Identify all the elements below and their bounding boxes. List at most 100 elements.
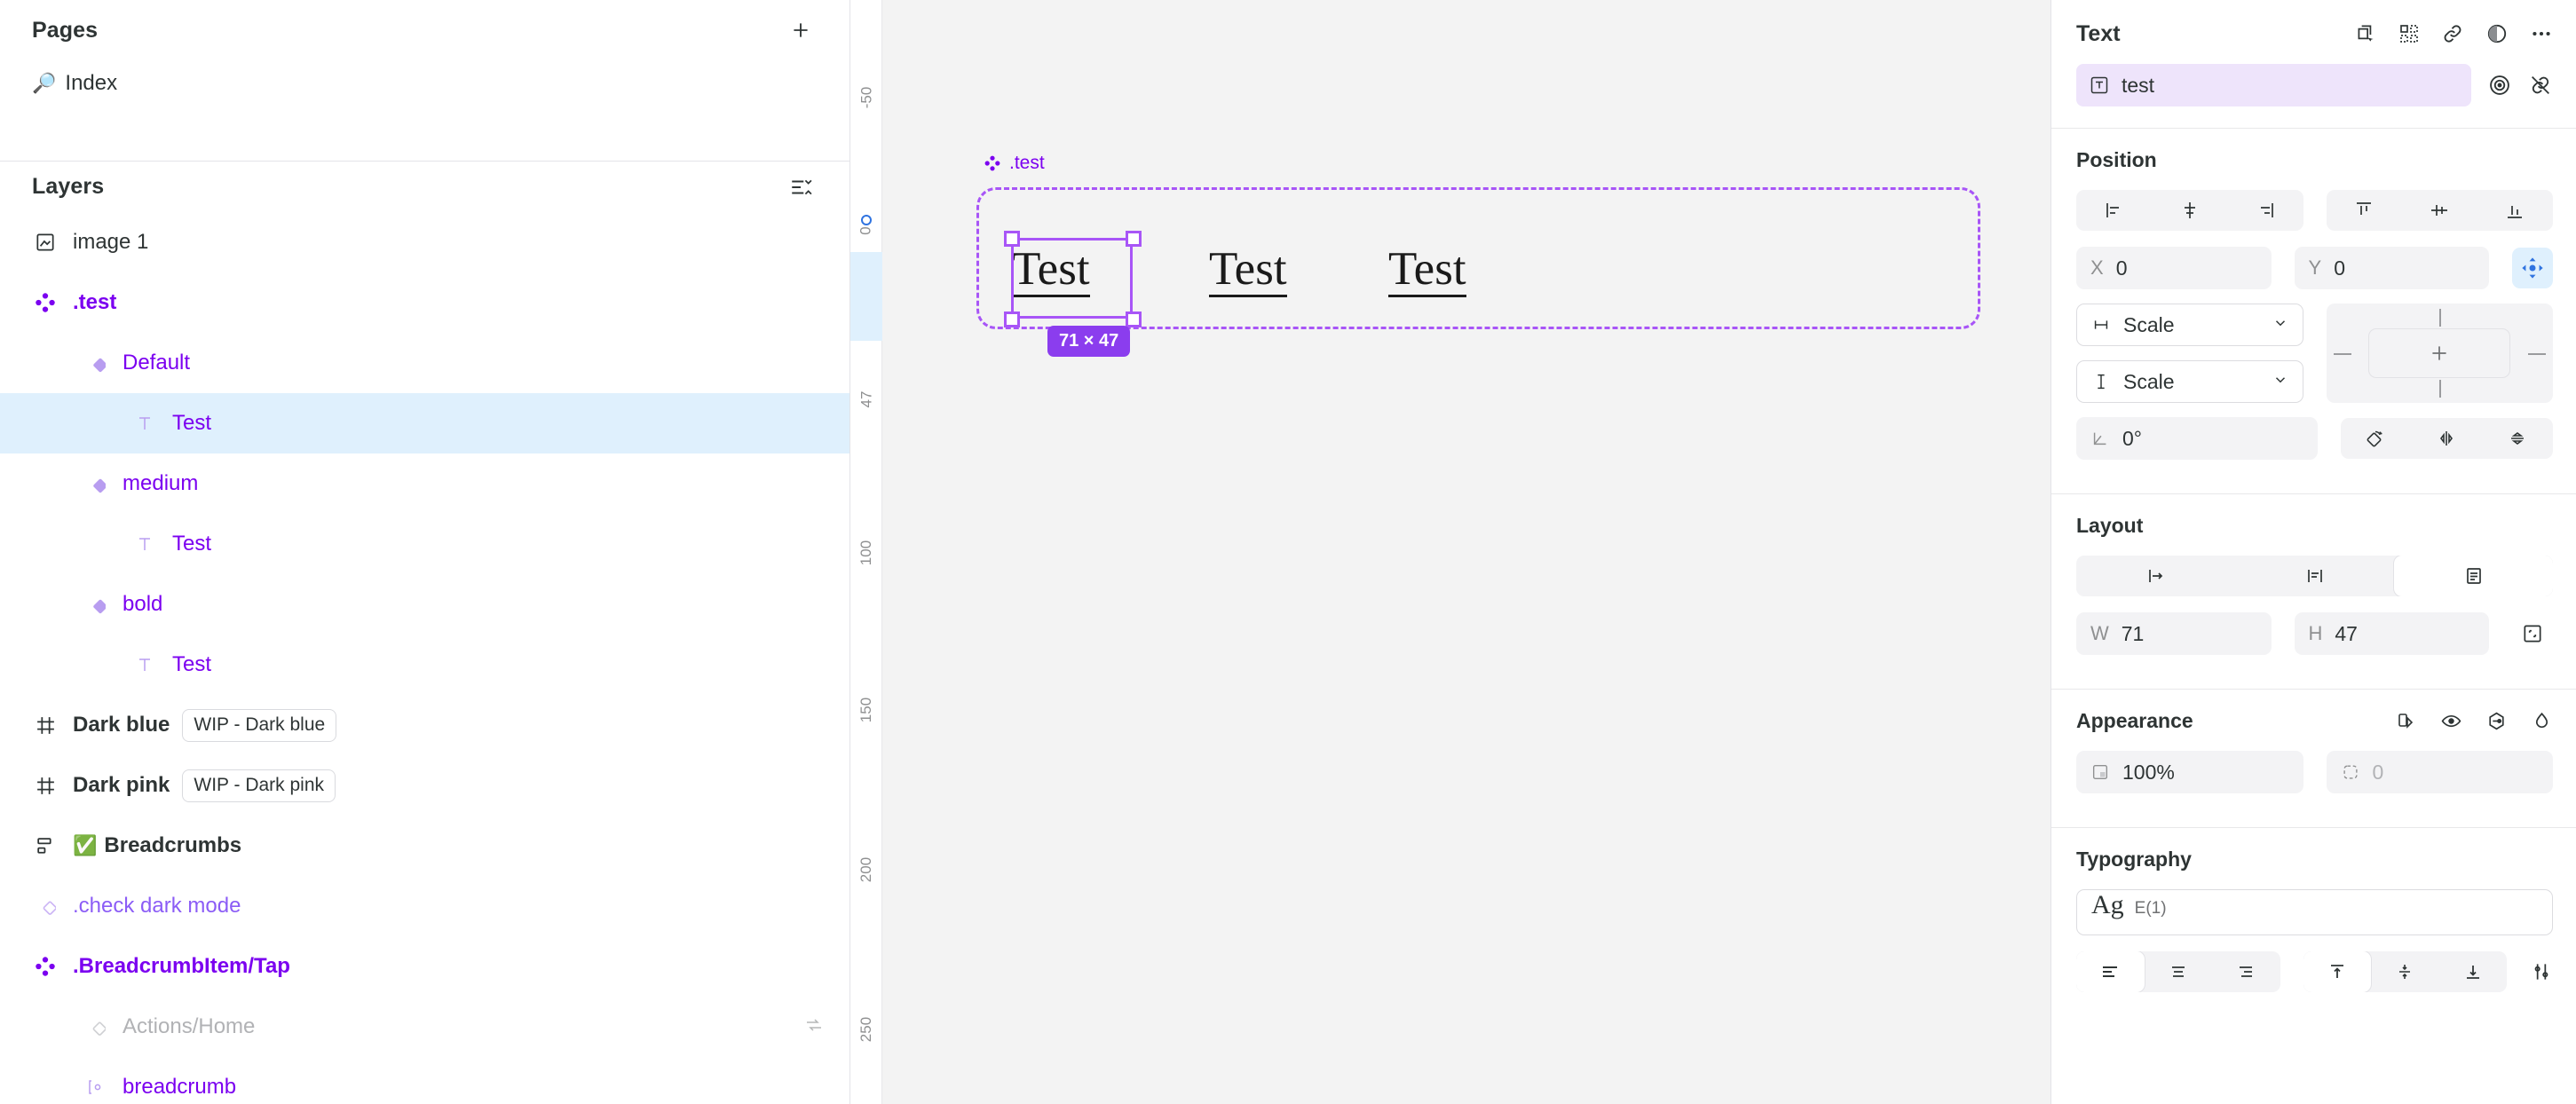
canvas-text-bold[interactable]: Test	[1388, 246, 1466, 297]
corner-radius-input[interactable]: 0	[2326, 751, 2553, 793]
width-input[interactable]: W 71	[2076, 612, 2272, 655]
component-icon	[32, 289, 59, 316]
text-align-right-icon[interactable]	[2212, 951, 2280, 992]
x-input[interactable]: X 0	[2076, 247, 2272, 289]
layer-row[interactable]: bold	[0, 574, 849, 635]
layer-row[interactable]: Default	[0, 333, 849, 393]
layer-row[interactable]: medium	[0, 453, 849, 514]
text-middle-icon[interactable]	[2371, 951, 2439, 992]
blend-icon[interactable]	[2531, 710, 2553, 732]
horizontal-constraint-icon	[2091, 315, 2111, 335]
layer-row[interactable]: Test	[0, 514, 849, 574]
text-top-icon[interactable]	[2303, 951, 2371, 992]
width-value: 71	[2121, 621, 2145, 645]
duplicate-cursor-icon[interactable]	[2354, 22, 2377, 45]
ruler-tick: 100	[857, 540, 874, 566]
text-vertical-align-group	[2303, 951, 2508, 992]
resize-handle-bottom-right[interactable]	[1126, 311, 1142, 327]
rotation-input[interactable]: 0°	[2076, 417, 2318, 460]
eye-icon[interactable]	[2440, 710, 2462, 732]
rotation-row: 0°	[2076, 417, 2553, 460]
layer-row[interactable]: breadcrumb	[0, 1057, 849, 1104]
page-item-label: Index	[65, 71, 118, 95]
canvas-surface[interactable]: .test Test Test Test 71 × 47	[882, 0, 2051, 1104]
canvas-text-default[interactable]: Test	[1012, 246, 1090, 297]
align-right-icon[interactable]	[2227, 190, 2303, 231]
move-tool-icon[interactable]	[2512, 248, 2553, 288]
align-center-h-icon[interactable]	[2152, 190, 2227, 231]
grow-type-row	[2076, 556, 2553, 596]
flip-vertical-icon[interactable]	[2482, 418, 2553, 459]
vertical-ruler[interactable]: -50 0 47 100 150 200 250	[850, 0, 882, 1104]
typography-options-icon[interactable]	[2530, 960, 2553, 983]
layers-filter-button[interactable]	[786, 172, 816, 202]
layer-name: medium	[122, 471, 199, 496]
layer-name: Test	[172, 532, 212, 556]
align-bottom-icon[interactable]	[2477, 190, 2553, 231]
vertical-constraint-select[interactable]: Scale	[2076, 360, 2303, 403]
typography-preview[interactable]: Ag E(1)	[2076, 889, 2553, 935]
layer-row[interactable]: Test	[0, 635, 849, 695]
layers-header: Layers	[0, 162, 849, 212]
ruler-tick: -50	[857, 86, 874, 109]
constraint-visualizer[interactable]	[2326, 304, 2553, 403]
text-bottom-icon[interactable]	[2439, 951, 2508, 992]
grow-auto-width-icon[interactable]	[2235, 556, 2394, 596]
align-center-v-icon[interactable]	[2402, 190, 2477, 231]
layer-row[interactable]: .test	[0, 272, 849, 333]
canvas-viewport[interactable]: -50 0 47 100 150 200 250 .test Test Test…	[850, 0, 2051, 1104]
board-label[interactable]: .test	[984, 153, 1045, 174]
grow-auto-height-icon[interactable]	[2394, 556, 2553, 596]
resize-handle-top-right[interactable]	[1126, 231, 1142, 247]
swap-icon[interactable]	[803, 1014, 825, 1040]
component-grid-icon[interactable]	[2398, 23, 2420, 44]
text-align-left-icon[interactable]	[2076, 951, 2145, 992]
layer-name: Default	[122, 351, 191, 375]
position-header: Position	[2076, 148, 2553, 172]
y-label: Y	[2308, 256, 2322, 279]
link-icon[interactable]	[2441, 22, 2464, 45]
flip-horizontal-icon[interactable]	[2411, 418, 2482, 459]
grow-fix-icon[interactable]	[2076, 556, 2235, 596]
y-input[interactable]: Y 0	[2294, 247, 2489, 289]
layer-name: Actions/Home	[122, 1014, 256, 1039]
page-item-index[interactable]: 🔎 Index	[0, 64, 849, 103]
layer-row[interactable]: ✅Breadcrumbs	[0, 816, 849, 876]
more-options-icon[interactable]	[2530, 22, 2553, 45]
layer-row[interactable]: Test	[0, 393, 849, 454]
shape-name-input[interactable]: test	[2076, 64, 2471, 106]
add-page-button[interactable]	[786, 15, 816, 45]
horizontal-constraint-select[interactable]: Scale	[2076, 304, 2303, 346]
target-icon[interactable]	[2487, 73, 2512, 98]
height-input[interactable]: H 47	[2294, 612, 2489, 655]
layer-name: Dark blue	[73, 713, 170, 737]
layer-row[interactable]: .BreadcrumbItem/Tap	[0, 936, 849, 997]
flex-icon	[32, 832, 59, 859]
blur-icon[interactable]	[2485, 710, 2508, 732]
contrast-icon[interactable]	[2485, 22, 2509, 45]
board-frame[interactable]	[976, 187, 1980, 329]
canvas-text-medium[interactable]: Test	[1209, 246, 1287, 297]
opacity-input[interactable]: 100%	[2076, 751, 2303, 793]
typography-meta: E(1)	[2134, 899, 2167, 918]
image-icon	[32, 229, 59, 256]
constraint-center-box	[2368, 328, 2511, 378]
rotate-icon[interactable]	[2341, 418, 2412, 459]
pages-header: Pages	[0, 9, 849, 51]
unlink-icon[interactable]	[2528, 73, 2553, 98]
layer-row[interactable]: Actions/Home	[0, 997, 849, 1057]
constraint-tick-left	[2333, 353, 2351, 355]
layer-row[interactable]: image 1	[0, 212, 849, 272]
lock-proportion-icon[interactable]	[2512, 613, 2553, 654]
layer-row[interactable]: .check dark mode	[0, 876, 849, 936]
text-align-center-icon[interactable]	[2145, 951, 2213, 992]
selection-box[interactable]	[1011, 238, 1133, 319]
resize-handle-top-left[interactable]	[1004, 231, 1020, 247]
shadow-icon[interactable]	[2396, 711, 2417, 732]
align-left-icon[interactable]	[2076, 190, 2152, 231]
resize-handle-bottom-left[interactable]	[1004, 311, 1020, 327]
align-top-icon[interactable]	[2327, 190, 2402, 231]
